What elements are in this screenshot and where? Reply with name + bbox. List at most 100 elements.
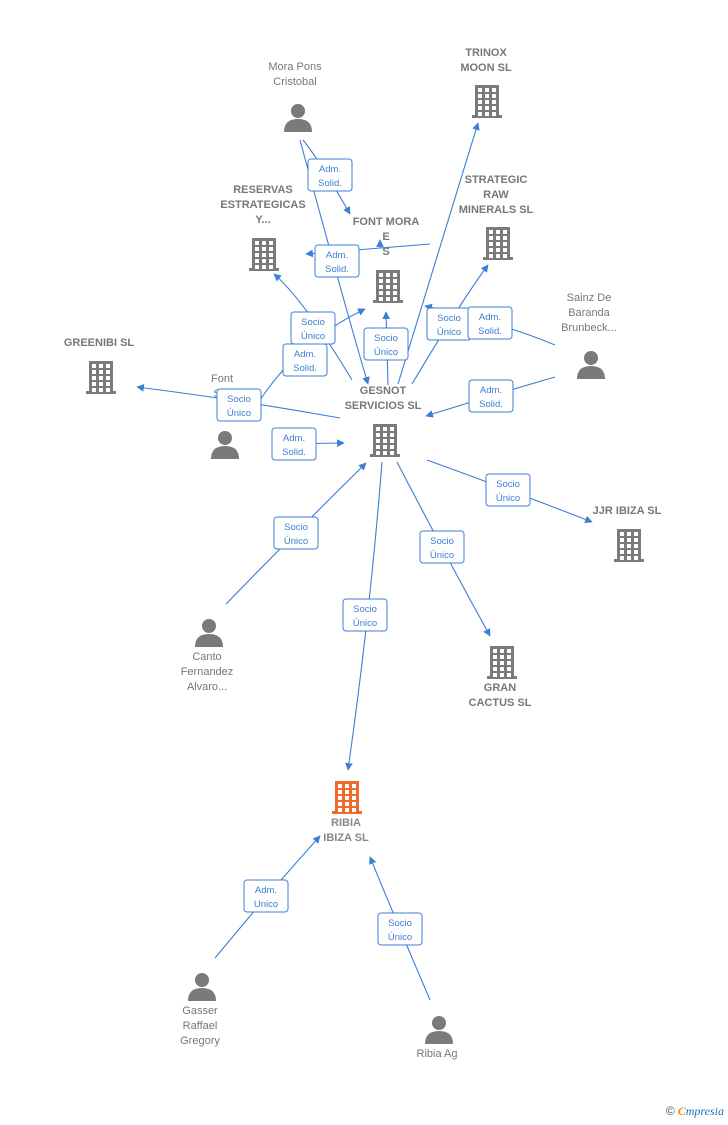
edge-label-sainz-to-gesnot[interactable]: Adm.Solid. — [468, 379, 514, 413]
node-label-reservas: RESERVAS — [233, 184, 293, 196]
edge-label-text: Adm. — [283, 433, 305, 444]
edge-label-sainz-to-fontmora[interactable]: Adm.Solid. — [467, 306, 513, 340]
edge-label-box — [216, 388, 262, 422]
edge-label-fontmora-to-reservas[interactable]: Adm. Solid. — [314, 244, 360, 278]
edge-label-text: Adm. — [326, 250, 348, 261]
edge-label-fontser-to-gesnot[interactable]: Adm. Solid. — [271, 427, 317, 461]
brand-footer[interactable]: ©Cmpresia — [666, 1104, 724, 1119]
edge-label-text: Único — [227, 408, 251, 419]
edge-label-box — [363, 327, 409, 361]
person-icon — [284, 104, 312, 132]
edge-label-text: Socio — [388, 918, 412, 929]
node-label-strategic: STRATEGIC — [465, 174, 528, 186]
edge-label-gasser-to-ribia[interactable]: Adm.Unico — [243, 879, 289, 913]
edge-label-box — [419, 530, 465, 564]
node-label-canto: Alvaro... — [187, 681, 227, 693]
node-gesnot[interactable]: GESNOT SERVICIOS SL — [345, 385, 422, 457]
node-label-sainz: Sainz De — [567, 292, 612, 304]
node-greenibi[interactable]: GREENIBI SL — [64, 337, 135, 394]
node-sainz[interactable]: Sainz De BarandaBrunbeck... — [561, 292, 617, 379]
edge-label-box — [271, 427, 317, 461]
node-trinox[interactable]: TRINOX MOON SL — [460, 47, 512, 118]
edge-label-box — [273, 516, 319, 550]
node-strategic[interactable]: STRATEGIC RAW MINERALS SL — [459, 174, 534, 260]
edge-gesnot-to-trinox — [397, 122, 480, 385]
building-icon — [332, 781, 362, 814]
edge-label-text: Único — [496, 493, 520, 504]
edges-layer — [136, 122, 593, 1001]
node-label-greenibi: GREENIBI SL — [64, 337, 135, 349]
edge-label-box — [314, 244, 360, 278]
edge-label-text: Solid. — [318, 178, 342, 189]
edge-label-text: Único — [353, 618, 377, 629]
node-ribia[interactable]: RIBIA IBIZA SL — [323, 781, 369, 844]
node-label-trinox: MOON SL — [460, 62, 512, 74]
building-icon — [472, 85, 502, 118]
node-label-sainz: Brunbeck... — [561, 322, 617, 334]
node-label-mora: Cristobal — [273, 76, 316, 88]
building-icon — [370, 424, 400, 457]
node-label-ribia: RIBIA — [331, 817, 361, 829]
edge-label-box — [468, 379, 514, 413]
edge-label-text: Solid. — [478, 326, 502, 337]
node-label-ribia: IBIZA SL — [323, 832, 369, 844]
node-label-gesnot: GESNOT — [360, 385, 407, 397]
edge-label-text: Adm. — [319, 164, 341, 175]
edge-label-text: Socio — [227, 394, 251, 405]
person-icon — [195, 619, 223, 647]
edge-label-text: Único — [388, 932, 412, 943]
edge-label-text: Socio — [301, 317, 325, 328]
building-icon — [487, 646, 517, 679]
node-label-gasser: Gasser — [182, 1005, 218, 1017]
node-label-strategic: RAW — [483, 189, 509, 201]
node-label-gesnot: SERVICIOS SL — [345, 400, 422, 412]
edge-label-text: Socio — [437, 313, 461, 324]
edge-label-fontser-to-fontmora[interactable]: Adm.Solid. — [282, 343, 328, 377]
person-icon — [188, 973, 216, 1001]
copyright-symbol: © — [665, 1104, 675, 1118]
node-label-mora: Mora Pons — [268, 61, 322, 73]
edge-labels-layer: Adm.Solid.Adm.Solid.SocioÚnicoAdm.Solid.… — [216, 158, 531, 946]
edge-label-text: Socio — [353, 604, 377, 615]
node-ribiaag[interactable]: Ribia Ag — [417, 1016, 458, 1060]
edge-label-box — [467, 306, 513, 340]
node-label-trinox: TRINOX — [465, 47, 507, 59]
edge-label-text: Adm. — [294, 349, 316, 360]
edge-label-text: Solid. — [282, 447, 306, 458]
building-icon — [249, 238, 279, 271]
edge-label-text: Único — [374, 347, 398, 358]
node-label-fontser: Font — [211, 373, 233, 385]
edge-label-text: Socio — [284, 522, 308, 533]
edge-label-mora-to-fontmora[interactable]: Adm. Solid. — [307, 158, 353, 192]
node-reservas[interactable]: RESERVASESTRATEGICASY... — [220, 184, 306, 271]
node-label-gasser: Gregory — [180, 1035, 220, 1047]
edge-label-box — [307, 158, 353, 192]
edge-label-box — [282, 343, 328, 377]
edge-label-box — [377, 912, 423, 946]
node-label-sainz: Baranda — [568, 307, 610, 319]
node-label-strategic: MINERALS SL — [459, 204, 534, 216]
node-label-fontmora: S — [382, 246, 389, 258]
person-icon — [211, 431, 239, 459]
edge-label-text: Adm. — [255, 885, 277, 896]
edge-label-text: Socio — [430, 536, 454, 547]
node-jjr[interactable]: JJR IBIZA SL — [593, 505, 662, 562]
node-canto[interactable]: CantoFernandezAlvaro... — [181, 619, 234, 693]
node-label-canto: Canto — [192, 651, 221, 663]
edge-label-text: Solid. — [325, 264, 349, 275]
